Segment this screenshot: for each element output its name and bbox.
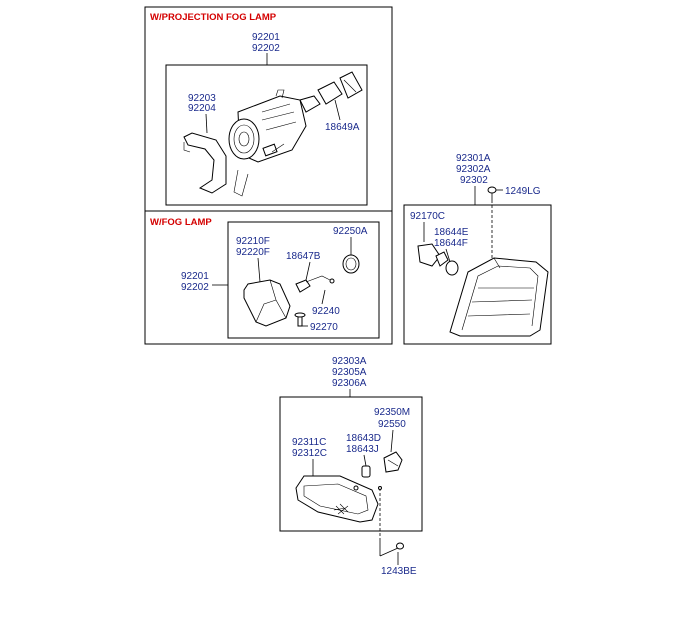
fog-lamp-box: [227, 221, 380, 339]
label-proj-bracket-a: 92203: [188, 93, 216, 104]
label-fog-screw: 92270: [310, 322, 338, 333]
label-side-housing-b: 92312C: [292, 448, 327, 459]
label-fog-bulb: 18647B: [286, 251, 321, 262]
label-fog-housing-a: 92210F: [236, 236, 270, 247]
label-corner-screw: 1249LG: [505, 186, 541, 197]
section-title-projection-fog-lamp: W/PROJECTION FOG LAMP: [150, 12, 277, 23]
projection-lamp-drawing: [183, 71, 363, 197]
side-screw-drawing: [379, 540, 404, 565]
label-fog-cap: 92250A: [333, 226, 368, 237]
corner-lamp-drawing: [417, 243, 549, 337]
label-corner-lamp-a: 92301A: [456, 153, 491, 164]
leader-corner-bulb: [445, 248, 451, 263]
leader-fog-wire: [321, 289, 326, 305]
projection-lamp-box: [165, 64, 368, 206]
leader-fog-housing: [257, 257, 261, 283]
section-title-fog-lamp: W/FOG LAMP: [150, 217, 212, 228]
label-side-socket-a: 92350M: [374, 407, 410, 418]
leader-proj-bracket: [205, 113, 208, 134]
corner-screw-drawing: [487, 186, 497, 258]
side-lamp-box: [279, 396, 423, 532]
label-fog-lamp-a: 92201: [181, 271, 209, 282]
label-fog-wire: 92240: [312, 306, 340, 317]
label-proj-lamp-b: 92202: [252, 43, 280, 54]
label-side-lamp-b: 92305A: [332, 367, 367, 378]
corner-lamp-box: [403, 204, 552, 345]
label-corner-bulb-a: 18644E: [434, 227, 469, 238]
label-side-screw: 1243BE: [381, 566, 417, 577]
label-fog-housing-b: 92220F: [236, 247, 270, 258]
label-side-lamp-a: 92303A: [332, 356, 367, 367]
label-corner-lamp-b: 92302A: [456, 164, 491, 175]
fog-lamp-drawing: [243, 254, 360, 327]
label-fog-lamp-b: 92202: [181, 282, 209, 293]
side-lamp-drawing: [295, 451, 403, 540]
leader-side-socket: [390, 429, 394, 453]
label-proj-bracket-b: 92204: [188, 103, 216, 114]
label-side-bulb-b: 18643J: [346, 444, 379, 455]
leader-fog-bulb: [305, 261, 311, 281]
label-side-bulb-a: 18643D: [346, 433, 381, 444]
leader-proj-bulb: [334, 99, 341, 121]
label-corner-bulb-b: 18644F: [434, 238, 468, 249]
label-corner-socket: 92170C: [410, 211, 445, 222]
fog-lamp-outer-box: [144, 6, 393, 345]
label-side-socket-b: 92550: [378, 419, 406, 430]
label-proj-bulb: 18649A: [325, 122, 360, 133]
label-side-lamp-c: 92306A: [332, 378, 367, 389]
label-corner-lamp-c: 92302: [460, 175, 488, 186]
label-proj-lamp-a: 92201: [252, 32, 280, 43]
leader-side-bulb: [363, 454, 367, 467]
label-side-housing-a: 92311C: [292, 437, 326, 448]
